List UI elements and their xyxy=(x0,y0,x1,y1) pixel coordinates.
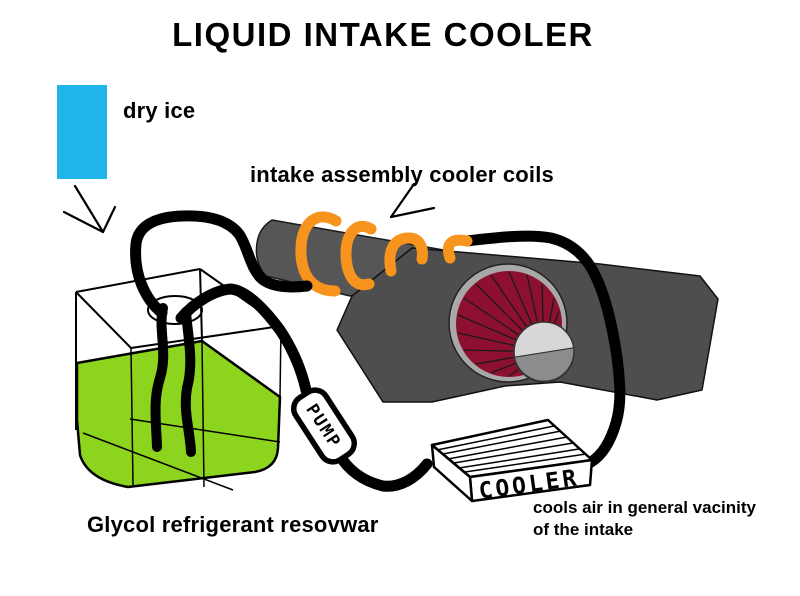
cooler-coil-loops xyxy=(295,211,473,297)
cooler-fins xyxy=(436,425,587,473)
supply-hose-reservoir-to-coil xyxy=(130,210,313,319)
coils-label: intake assembly cooler coils xyxy=(250,162,554,187)
return-hose-coil-to-cooler xyxy=(461,230,626,468)
coils-arrow-icon xyxy=(389,182,436,219)
filter-cap-lower-half xyxy=(513,347,575,382)
coil-loop-1 xyxy=(295,211,342,297)
hose-reservoir-to-pump xyxy=(175,283,312,396)
dry-ice-arrow-icon xyxy=(62,184,117,234)
suction-hose-1 xyxy=(150,303,169,452)
page-title: LIQUID INTAKE COOLER xyxy=(172,16,594,53)
reservoir-opening xyxy=(147,295,203,325)
reservoir-label: Glycol refrigerant resovwar xyxy=(87,512,379,537)
cooler-note-line1: cools air in general vacinity xyxy=(533,498,757,517)
coil-loop-4 xyxy=(442,234,473,264)
coil-loop-2 xyxy=(340,220,377,291)
cooler-note-line2: of the intake xyxy=(533,520,633,539)
air-filter-cone xyxy=(448,263,575,383)
dry-ice-block xyxy=(57,85,107,179)
hose-pump-to-cooler xyxy=(332,447,433,492)
suction-hose-2 xyxy=(180,307,196,457)
dry-ice-label: dry ice xyxy=(123,98,195,123)
cooler-left-face xyxy=(430,443,474,503)
pump-body xyxy=(290,387,358,465)
coil-loop-3 xyxy=(384,232,428,277)
